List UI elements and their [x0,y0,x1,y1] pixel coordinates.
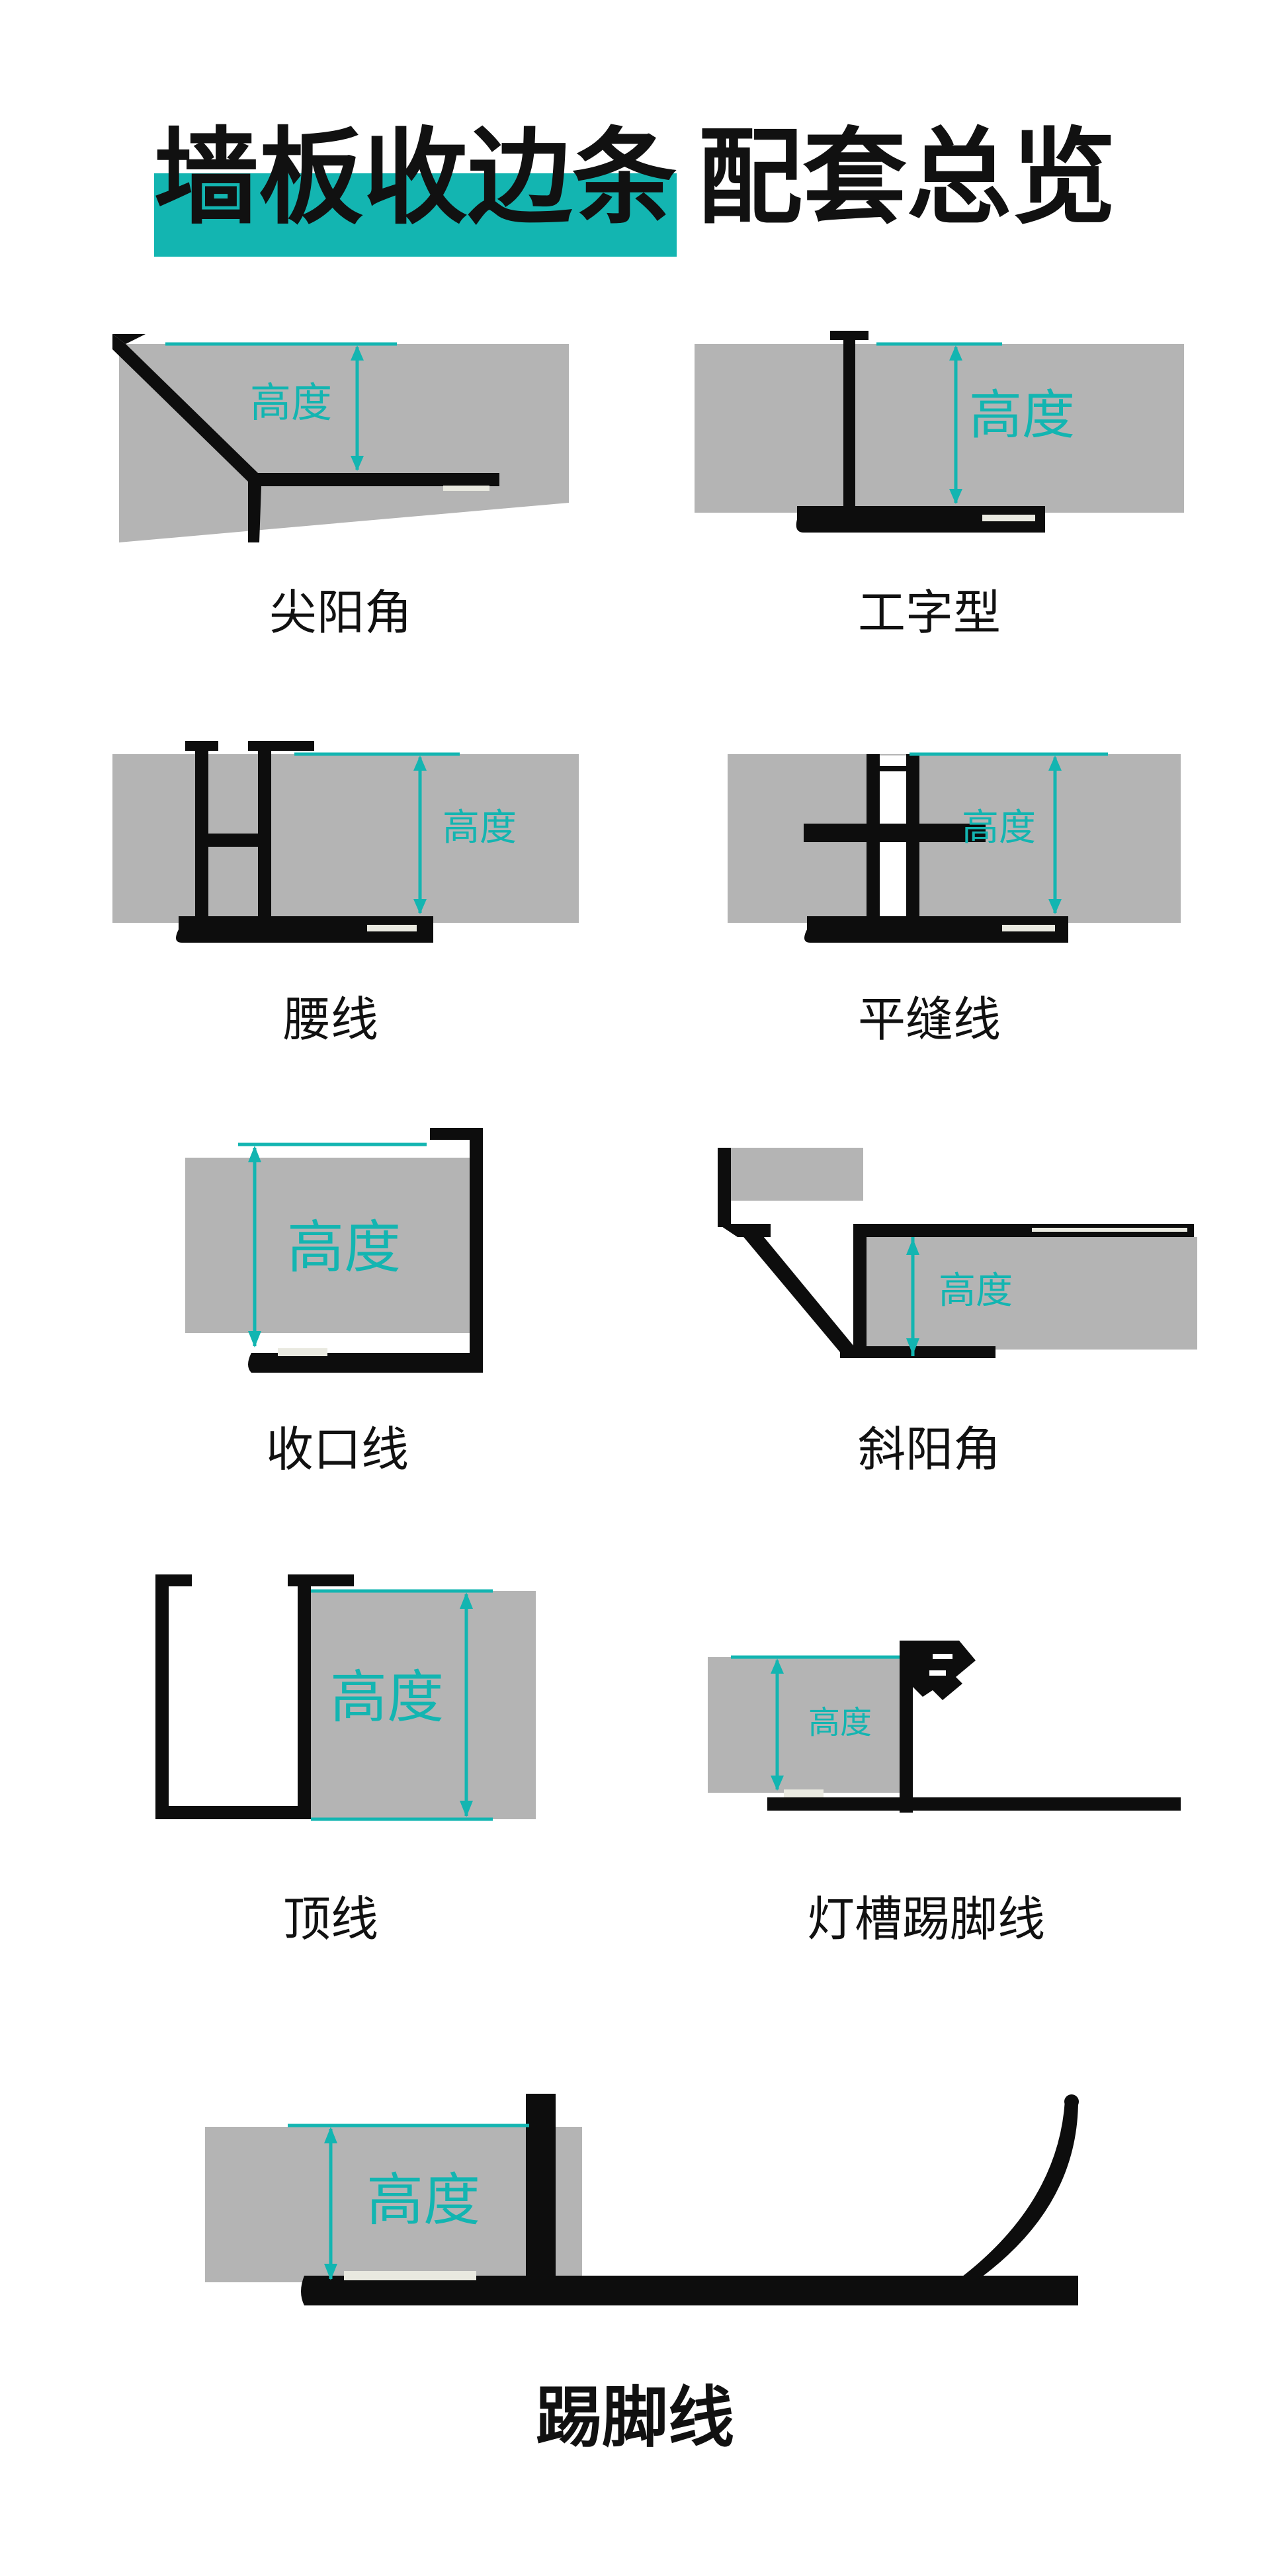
caption-top-line: 顶线 [282,1891,378,1947]
height-label: 高度 [250,378,332,427]
page-title: 墙板收边条配套总览 [0,126,1270,230]
diagram-oblique-outer-corner: 高度 [718,1148,1197,1358]
caption-oblique-outer-corner: 斜阳角 [857,1422,1001,1477]
height-label: 高度 [962,806,1036,849]
height-label: 高度 [969,384,1075,446]
caption-i-profile: 工字型 [857,585,1001,640]
diagram-light-groove-skirting: 高度 [708,1641,1181,1813]
height-label: 高度 [443,806,517,849]
diagram-closing-line: 高度 [185,1128,483,1373]
diagram-skirting-line: 高度 [205,2094,1079,2305]
diagram-sharp-outer-corner: 高度 [112,334,569,542]
diagram-waist-line: 高度 [112,741,579,943]
caption-light-groove-skirting: 灯槽踢脚线 [806,1891,1045,1947]
diagram-i-profile: 高度 [695,331,1184,533]
title-part-1: 墙板收边条 [154,117,677,239]
caption-flat-seam-line: 平缝线 [857,992,1001,1047]
caption-closing-line: 收口线 [265,1422,409,1477]
caption-sharp-outer-corner: 尖阳角 [269,585,412,640]
title-highlight-bar [154,173,677,257]
height-label: 高度 [939,1269,1013,1312]
caption-skirting-line: 踢脚线 [536,2379,734,2456]
height-label: 高度 [366,2167,480,2233]
title-part-2: 配套总览 [698,117,1116,239]
diagram-top-line: 高度 [155,1574,536,1821]
diagram-flat-seam-line: 高度 [728,752,1181,943]
caption-waist-line: 腰线 [282,992,378,1047]
height-label: 高度 [808,1704,872,1741]
height-label: 高度 [330,1664,444,1731]
height-label: 高度 [287,1215,401,1281]
